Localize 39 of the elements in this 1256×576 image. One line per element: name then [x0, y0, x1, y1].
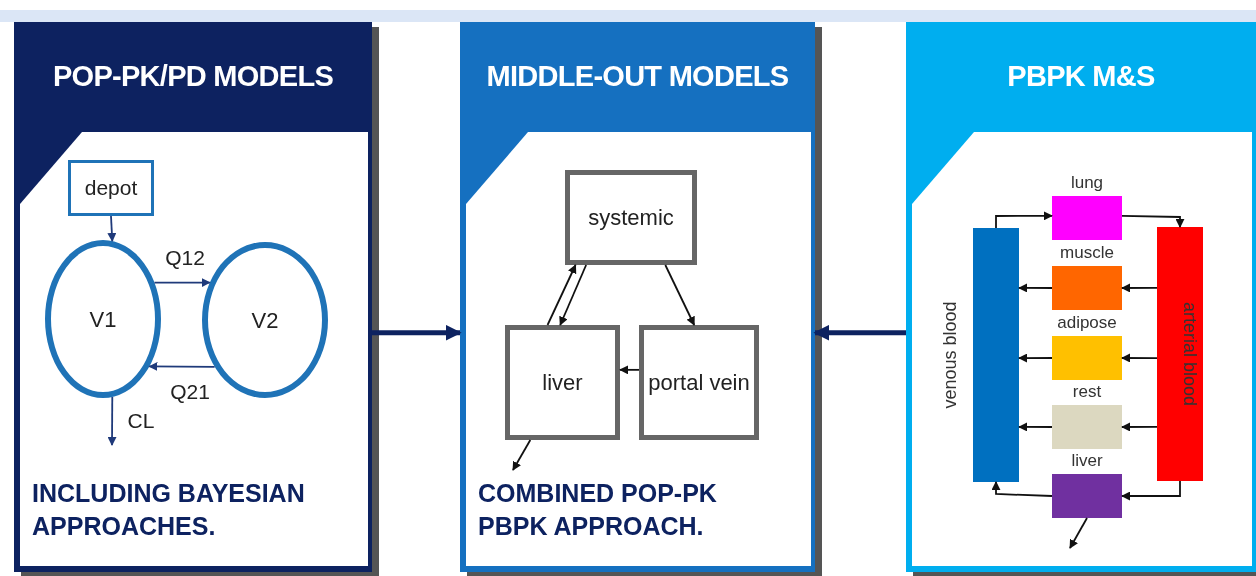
- arrow: [107, 396, 117, 446]
- arrow: [1121, 214, 1185, 228]
- arrow: [1121, 422, 1158, 432]
- blood-bar: [1157, 227, 1203, 481]
- arrow: [1121, 480, 1181, 501]
- arrow: [559, 264, 587, 326]
- arrow: [1018, 422, 1053, 432]
- panel-footer-text: INCLUDING BAYESIAN APPROACHES.: [32, 478, 306, 542]
- arrow: [995, 211, 1053, 229]
- arrow: [1018, 353, 1053, 363]
- blood-label: venous blood: [940, 300, 960, 411]
- compartment-box: systemic: [565, 170, 697, 265]
- arrow: [107, 215, 117, 242]
- arrow: [372, 324, 462, 341]
- arrow: [1121, 283, 1158, 293]
- arrow: [813, 324, 906, 341]
- organ-label: muscle: [1059, 243, 1115, 263]
- arrow: [991, 481, 1053, 497]
- depot-box: depot: [68, 160, 154, 216]
- panel-heading: POP-PK/PD MODELS: [52, 59, 333, 95]
- arrow: [546, 264, 577, 326]
- organ-label: liver: [1070, 451, 1104, 471]
- arrow: [664, 264, 696, 326]
- arrow: [148, 361, 216, 371]
- arrow: [619, 365, 640, 375]
- panel-footer-text: COMBINED POP-PK PBPK APPROACH.: [478, 478, 718, 542]
- blood-label: arterial blood: [1180, 300, 1200, 409]
- arrow: [1018, 283, 1053, 293]
- panel-heading: MIDDLE-OUT MODELS: [486, 59, 789, 95]
- panel-heading: PBPK M&S: [1007, 59, 1155, 95]
- arrow: [153, 278, 211, 288]
- arrow: [1121, 353, 1158, 363]
- organ-label: lung: [1069, 173, 1105, 193]
- arrow: [1069, 517, 1088, 549]
- arrow: [512, 439, 532, 471]
- compartment-box: liver: [505, 325, 620, 440]
- organ-label: rest: [1071, 382, 1103, 402]
- organ-label: adipose: [1056, 313, 1118, 333]
- compartment-box: portal vein: [639, 325, 759, 440]
